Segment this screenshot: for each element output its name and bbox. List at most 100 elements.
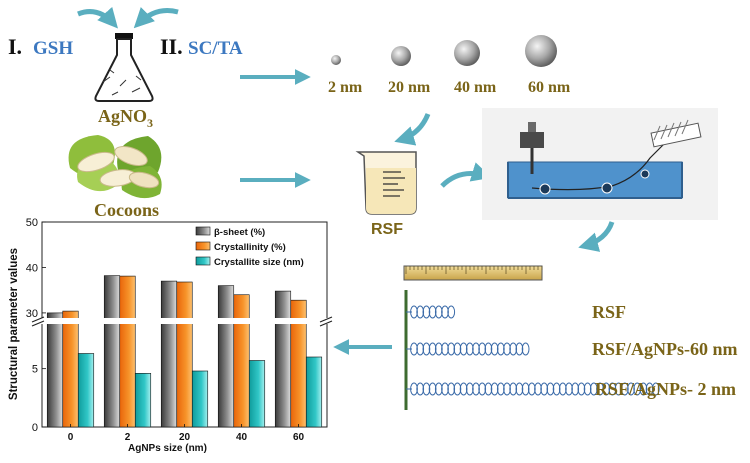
fiber-coil-loop bbox=[565, 382, 573, 396]
fiber-coil-loop bbox=[515, 342, 524, 356]
fiber-coil-loop bbox=[459, 382, 468, 396]
fiber-coil-loop bbox=[428, 342, 437, 356]
fiber-coil-loop bbox=[540, 382, 549, 396]
x-tick-label: 60 bbox=[293, 432, 305, 443]
bar-crystallite-size bbox=[134, 373, 152, 428]
axis-break-marker bbox=[30, 316, 333, 327]
fiber-coil-loop bbox=[459, 342, 468, 356]
route-2-arrow bbox=[133, 7, 179, 29]
fiber-coil-loop bbox=[627, 382, 635, 396]
fiber-coil-loop bbox=[546, 382, 555, 396]
legend-entry: Crystallinity (%) bbox=[214, 242, 286, 253]
bar-crystallite-size bbox=[191, 370, 209, 428]
nanoparticle-row: 2 nm 20 nm 40 nm 60 nm bbox=[328, 35, 571, 96]
particles-to-rsf-arrow bbox=[394, 112, 431, 146]
cocoon-icon bbox=[68, 135, 162, 199]
fiber-label: RSF bbox=[592, 302, 626, 322]
fiber-coil-loop bbox=[416, 305, 425, 319]
bar-beta-sheet bbox=[274, 290, 292, 428]
fiber-coil-loop bbox=[521, 382, 530, 396]
particle-size-label: 40 nm bbox=[454, 79, 497, 96]
chart-legend: β-sheet (%) Crystallinity (%) Crystallit… bbox=[195, 226, 304, 268]
nanoparticle-icon bbox=[331, 55, 341, 65]
fiber-coil-loop bbox=[503, 382, 511, 396]
fiber-coil-loop bbox=[441, 342, 449, 356]
fiber-coil-loop bbox=[515, 382, 524, 396]
synthesis-routes: I. GSH II. SC/TA AgNO3 bbox=[8, 6, 243, 130]
fiber-coil-loop bbox=[428, 305, 437, 319]
fiber-coil-loop bbox=[441, 305, 449, 319]
fiber-coil-loop bbox=[441, 382, 449, 396]
fiber-coil-loop bbox=[422, 342, 431, 356]
rsf-solution-label: RSF bbox=[371, 221, 403, 238]
fiber-coil-loop bbox=[571, 382, 580, 396]
fiber-coil-loop bbox=[645, 382, 654, 396]
fiber-coil-loop bbox=[589, 382, 598, 396]
fiber-coil-loop bbox=[478, 342, 487, 356]
route-1-arrow bbox=[77, 6, 118, 29]
precursor-label: AgNO3 bbox=[98, 106, 153, 130]
fiber-coil-loop bbox=[583, 382, 592, 396]
beaker-icon bbox=[355, 151, 417, 215]
fiber-coil-loop bbox=[527, 382, 536, 396]
coiled-fiber-icon bbox=[406, 305, 660, 396]
fiber-coil-loop bbox=[472, 342, 480, 356]
bar-beta-sheet bbox=[160, 280, 178, 428]
fiber-coil-loop bbox=[558, 382, 567, 396]
ruler-icon bbox=[403, 265, 543, 281]
fiber-coil-loop bbox=[509, 342, 518, 356]
fiber-coil-loop bbox=[484, 382, 493, 396]
fiber-coil-loop bbox=[422, 382, 431, 396]
fiber-coil-loop bbox=[602, 382, 611, 396]
fiber-coil-loop bbox=[651, 382, 660, 396]
fiber-coil-loop bbox=[496, 342, 505, 356]
fiber-coil-loop bbox=[447, 382, 456, 396]
fiber-coil-loop bbox=[552, 382, 561, 396]
fiber-coil-loop bbox=[490, 342, 499, 356]
y-tick-label: 40 bbox=[26, 262, 38, 274]
fiber-label: RSF/AgNPs-60 nm bbox=[592, 339, 738, 359]
route-1-numeral: I. bbox=[8, 34, 22, 59]
fiber-coil-loop bbox=[620, 382, 629, 396]
nanoparticle-icon bbox=[391, 46, 411, 66]
fiber-coil-loop bbox=[503, 342, 511, 356]
fiber-coil-loop bbox=[490, 382, 499, 396]
bar-crystallinity bbox=[62, 310, 79, 428]
fiber-coil-loop bbox=[577, 382, 586, 396]
bar-crystallinity bbox=[233, 294, 250, 428]
x-tick-label: 0 bbox=[68, 432, 74, 443]
particle-size-label: 20 nm bbox=[388, 79, 431, 96]
fiber-coil-loop bbox=[434, 305, 443, 319]
route-2-label: SC/TA bbox=[188, 38, 243, 59]
legend-entry: Crystallite size (nm) bbox=[214, 257, 304, 268]
fiber-coil-loop bbox=[422, 305, 431, 319]
fiber-coil-loop bbox=[608, 382, 617, 396]
bar-crystallinity bbox=[176, 281, 193, 428]
y-tick-label: 50 bbox=[26, 217, 38, 229]
fiber-coil-loop bbox=[534, 382, 542, 396]
legend-swatch bbox=[195, 256, 211, 266]
fiber-coil-loop bbox=[465, 342, 474, 356]
fiber-coil-loop bbox=[434, 382, 443, 396]
fiber-coil-loop bbox=[410, 382, 418, 396]
fiber-coil-loop bbox=[478, 382, 487, 396]
fiber-coil-loop bbox=[509, 382, 518, 396]
nanoparticle-icon bbox=[454, 40, 480, 66]
bar-beta-sheet bbox=[46, 312, 64, 428]
y-tick-label: 30 bbox=[26, 308, 38, 320]
fiber-coil-loop bbox=[465, 382, 474, 396]
bar-beta-sheet bbox=[217, 285, 235, 428]
fiber-coil-loop bbox=[416, 382, 425, 396]
fiber-coil-loop bbox=[472, 382, 480, 396]
fiber-coil-loop bbox=[447, 342, 456, 356]
cocoons-label: Cocoons bbox=[94, 200, 159, 220]
fiber-coil-loop bbox=[484, 342, 493, 356]
fiber-coil-loop bbox=[410, 305, 418, 319]
x-tick-label: 20 bbox=[179, 432, 191, 443]
fiber-coil-loop bbox=[434, 342, 443, 356]
fiber-coil-loop bbox=[416, 342, 425, 356]
bar-crystallite-size bbox=[77, 353, 95, 428]
fiber-coil-loop bbox=[614, 382, 623, 396]
